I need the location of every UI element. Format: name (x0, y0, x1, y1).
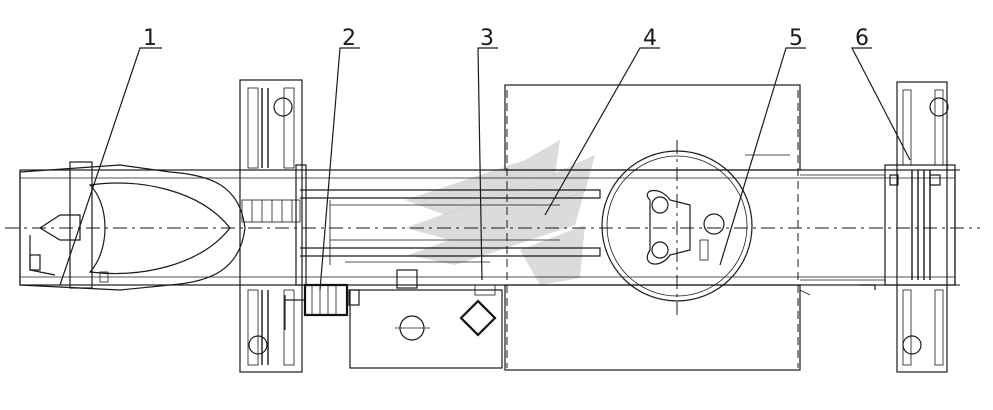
leader-line-2 (319, 47, 360, 291)
front-pad-top (273, 97, 293, 117)
rear-outrigger-assembly (884, 81, 956, 373)
callout-1: 1 (143, 26, 157, 51)
leader-lines (59, 47, 911, 291)
front-pad-bottom (248, 335, 268, 355)
callout-labels: 1 2 3 4 5 6 (143, 26, 869, 51)
front-cab-section (19, 161, 246, 291)
leader-line-3 (477, 47, 498, 281)
callout-2: 2 (342, 26, 356, 51)
leader-line-4 (544, 47, 660, 216)
leader-line-5 (719, 47, 806, 266)
hydraulic-tank (349, 269, 503, 369)
turntable (504, 84, 811, 371)
leader-line-1 (59, 47, 162, 286)
pump-unit (284, 283, 360, 330)
rear-pad-top (929, 97, 949, 117)
callout-5: 5 (789, 26, 803, 51)
watermark-logo (405, 140, 595, 285)
leader-line-6 (851, 47, 911, 161)
rear-pad-bottom (902, 335, 922, 355)
rear-frame (800, 174, 885, 290)
callout-3: 3 (480, 26, 494, 51)
callout-6: 6 (855, 26, 869, 51)
callout-4: 4 (643, 26, 657, 51)
hydraulic-lines (300, 189, 601, 265)
front-outrigger-assembly (239, 79, 307, 373)
